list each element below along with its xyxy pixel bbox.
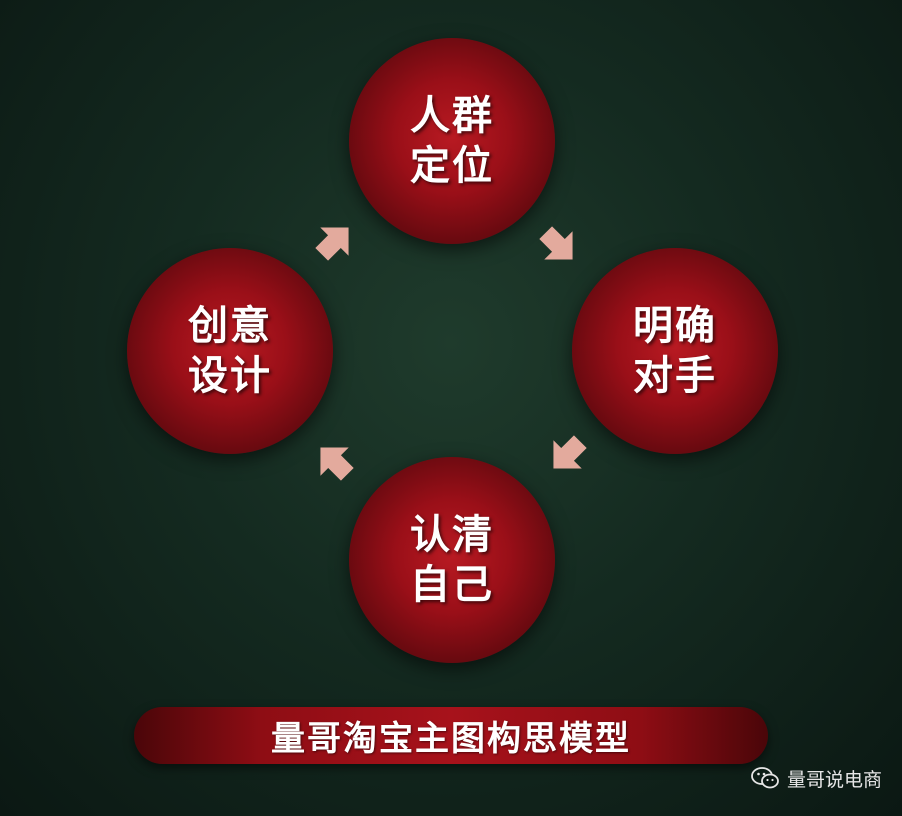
title-banner: 量哥淘宝主图构思模型 — [134, 707, 768, 764]
node-audience-positioning: 人群 定位 — [349, 38, 555, 244]
arrow-right-to-bottom — [553, 435, 587, 469]
node-left-line1: 创意 — [188, 303, 272, 349]
node-bottom-line2: 自己 — [410, 562, 494, 608]
node-identify-competitors: 明确 对手 — [572, 248, 778, 454]
watermark-text: 量哥说电商 — [786, 768, 882, 791]
node-top-line1: 人群 — [410, 93, 494, 139]
watermark: 量哥说电商 — [751, 763, 882, 793]
arrow-bottom-to-left — [320, 447, 354, 481]
node-top-line2: 定位 — [410, 143, 494, 189]
arrow-top-to-right — [539, 226, 573, 260]
node-know-yourself: 认清 自己 — [349, 457, 555, 663]
wechat-icon — [751, 767, 779, 789]
node-bottom-line1: 认清 — [410, 512, 494, 558]
node-right-line1: 明确 — [633, 303, 717, 349]
node-right-line2: 对手 — [633, 353, 717, 399]
arrow-left-to-top — [315, 227, 349, 261]
node-creative-design: 创意 设计 — [127, 248, 333, 454]
diagram-title: 量哥淘宝主图构思模型 — [271, 719, 631, 759]
node-left-line2: 设计 — [188, 353, 272, 399]
